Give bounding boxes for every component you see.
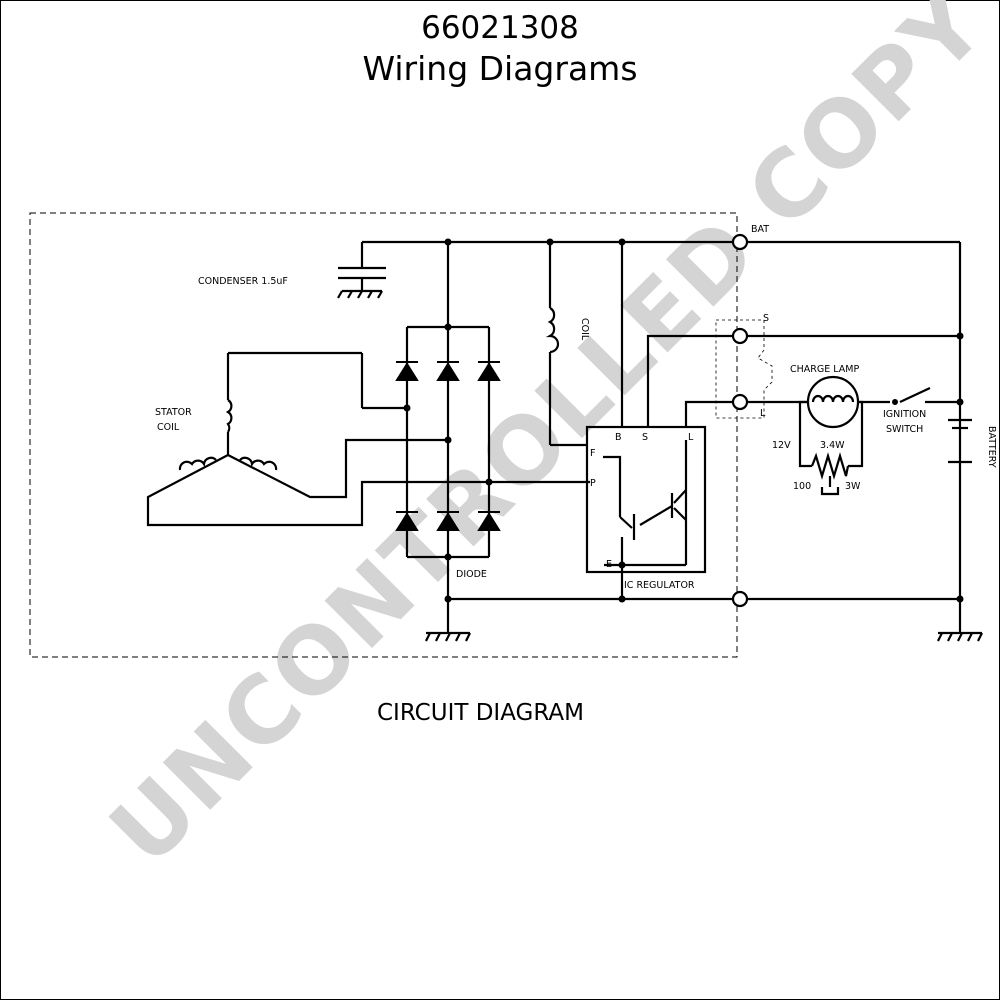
terminal-l: [731, 393, 749, 411]
circuit-diagram-caption: CIRCUIT DIAGRAM: [377, 700, 584, 726]
rotor-coil-label: COIL: [579, 318, 590, 341]
junction-dots: [403, 238, 964, 603]
part-number: 66021308: [421, 10, 579, 46]
terminal-b-label: B: [615, 432, 622, 443]
rotor-coil: [545, 307, 560, 354]
rectifier-diodes: [395, 361, 501, 531]
terminals: [731, 233, 749, 608]
stator-coil-label-2: COIL: [157, 422, 180, 433]
condenser-label: CONDENSER 1.5uF: [198, 276, 288, 287]
resistor-value-label: 100: [793, 481, 811, 492]
terminal-l-label: L: [688, 432, 694, 443]
terminal-bat: [731, 233, 749, 251]
terminal-s-label: S: [642, 432, 648, 443]
charge-lamp-label: CHARGE LAMP: [790, 364, 859, 375]
bat-label: BAT: [751, 224, 769, 235]
ignition-switch-label-2: SWITCH: [886, 424, 923, 435]
diode-top-1: [395, 362, 419, 381]
watermark: UNCONTROLLED COPY: [90, 0, 1000, 886]
terminal-f-label: F: [590, 448, 595, 459]
terminal-p-label: P: [590, 478, 596, 489]
page-title: Wiring Diagrams: [362, 49, 638, 88]
l-label: L: [760, 408, 766, 419]
ground-symbols: [337, 290, 983, 642]
resistor-power-label: 3W: [845, 481, 861, 492]
diode-bottom-3: [477, 512, 501, 531]
alternator-boundary: [29, 212, 738, 658]
connector-outline: [715, 319, 773, 419]
diode-bottom-1: [395, 512, 419, 531]
stator-coil: [178, 399, 278, 471]
terminal-e: [731, 590, 749, 608]
diode-label: DIODE: [456, 569, 487, 580]
diode-top-2: [436, 362, 460, 381]
ignition-switch-label-1: IGNITION: [883, 409, 926, 420]
ignition-switch-contact: [892, 399, 898, 405]
title-block: 66021308 Wiring Diagrams: [0, 8, 1000, 90]
wiring: [146, 240, 972, 633]
terminal-s: [731, 327, 749, 345]
stator-coil-label-1: STATOR: [155, 407, 192, 418]
s-label: S: [763, 313, 769, 324]
diode-top-3: [477, 362, 501, 381]
lamp-power-label: 3.4W: [820, 440, 845, 451]
charge-lamp: [806, 375, 860, 429]
terminal-e-label: E: [606, 559, 612, 570]
diode-bottom-2: [436, 512, 460, 531]
lamp-voltage-label: 12V: [772, 440, 791, 451]
ic-regulator-label: IC REGULATOR: [624, 580, 695, 591]
battery-label: BATTERY: [986, 426, 997, 468]
